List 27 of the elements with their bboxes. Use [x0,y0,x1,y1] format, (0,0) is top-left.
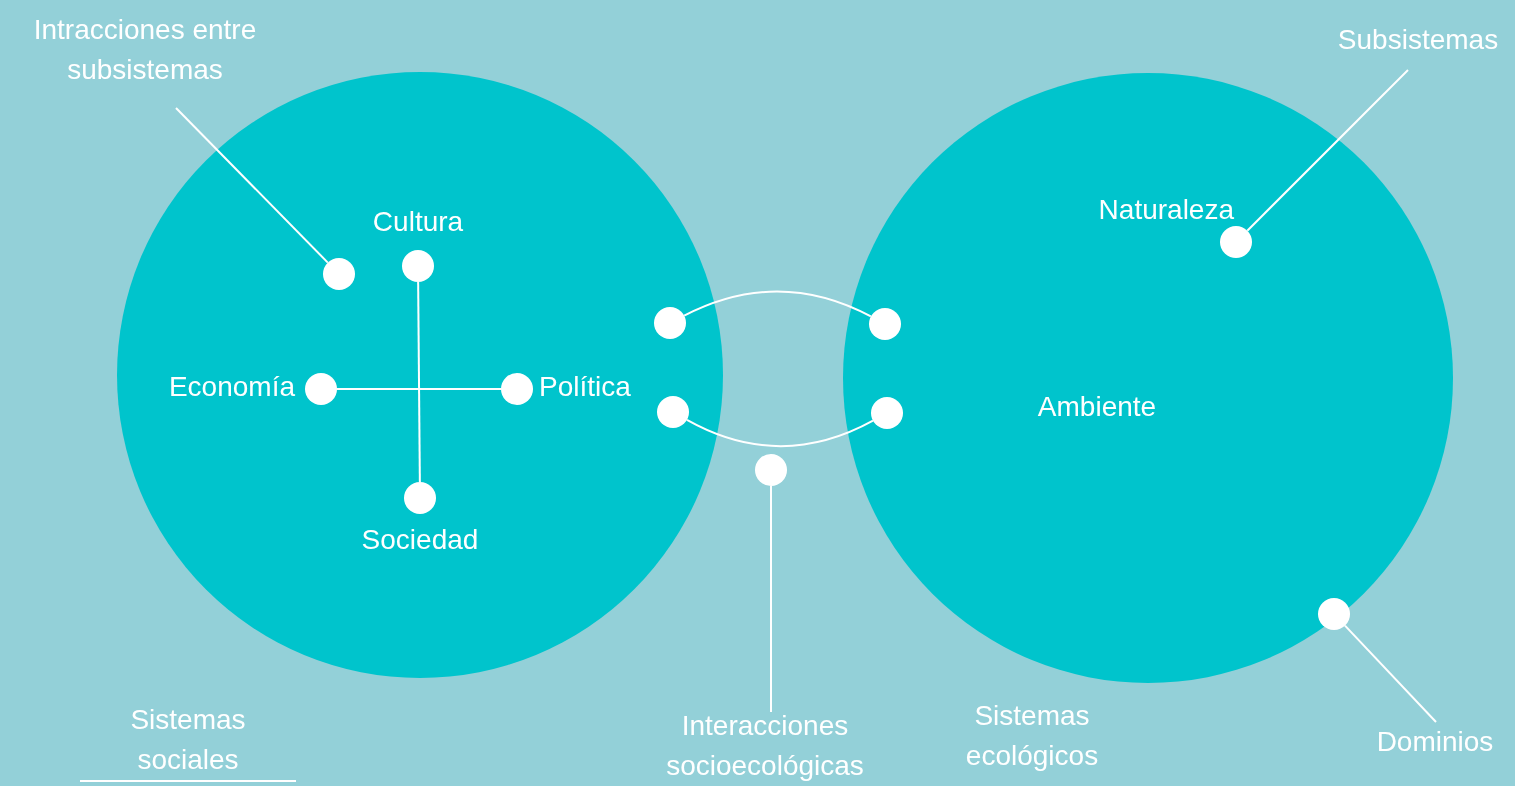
node-label: Economía [168,371,295,404]
connector-line [336,388,502,390]
circle-label: Ambiente [1037,391,1157,423]
system-caption: Sistemas sociales [80,700,296,782]
dot-marker [871,397,903,429]
dot-marker [869,308,901,340]
connector-line [685,418,874,448]
dot-marker [1318,598,1350,630]
node-label: Sociedad [361,524,479,556]
leader-line [175,107,329,264]
node-label: Política [539,371,631,404]
dot-marker [755,454,787,486]
leader-line [770,485,772,713]
system-caption: Sistemas ecológicos [964,699,1100,773]
callout-text: Subsistemas [1318,20,1515,60]
leader-line [1246,69,1409,232]
connector-line [417,281,421,483]
dot-marker [654,307,686,339]
dot-marker [657,396,689,428]
leader-line [1344,624,1437,723]
node-label: Naturaleza [1098,194,1234,226]
node-label: Cultura [372,206,464,238]
connector-line [683,290,872,318]
dot-marker [323,258,355,290]
callout-text: Dominios [1350,722,1515,762]
callout-text: Interacciones socioecológicas [630,706,900,786]
callout-text: Intracciones entre subsistemas [0,10,290,90]
